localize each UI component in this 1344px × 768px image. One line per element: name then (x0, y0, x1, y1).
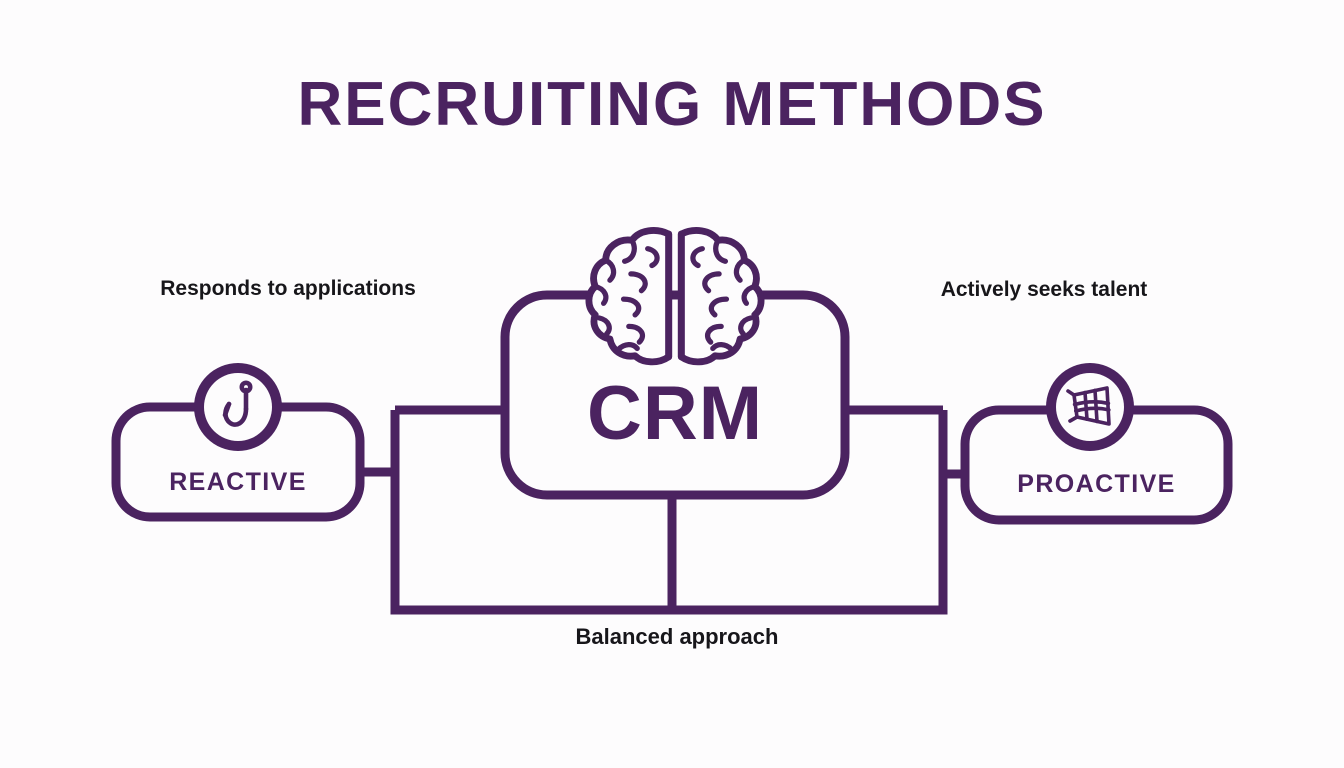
fish-hook-icon (222, 380, 253, 427)
crm-box (500, 290, 850, 500)
bottom-caption: Balanced approach (575, 624, 779, 649)
fishing-net-icon (1066, 386, 1111, 426)
proactive-note-label: Actively seeks talent (940, 278, 1148, 301)
crm-label: CRM (586, 371, 764, 456)
reactive-note-label: Responds to applications (160, 277, 416, 300)
page-title: RECRUITING METHODS (297, 70, 1047, 139)
reactive-label: REACTIVE (169, 468, 307, 496)
proactive-label: PROACTIVE (1017, 470, 1176, 498)
